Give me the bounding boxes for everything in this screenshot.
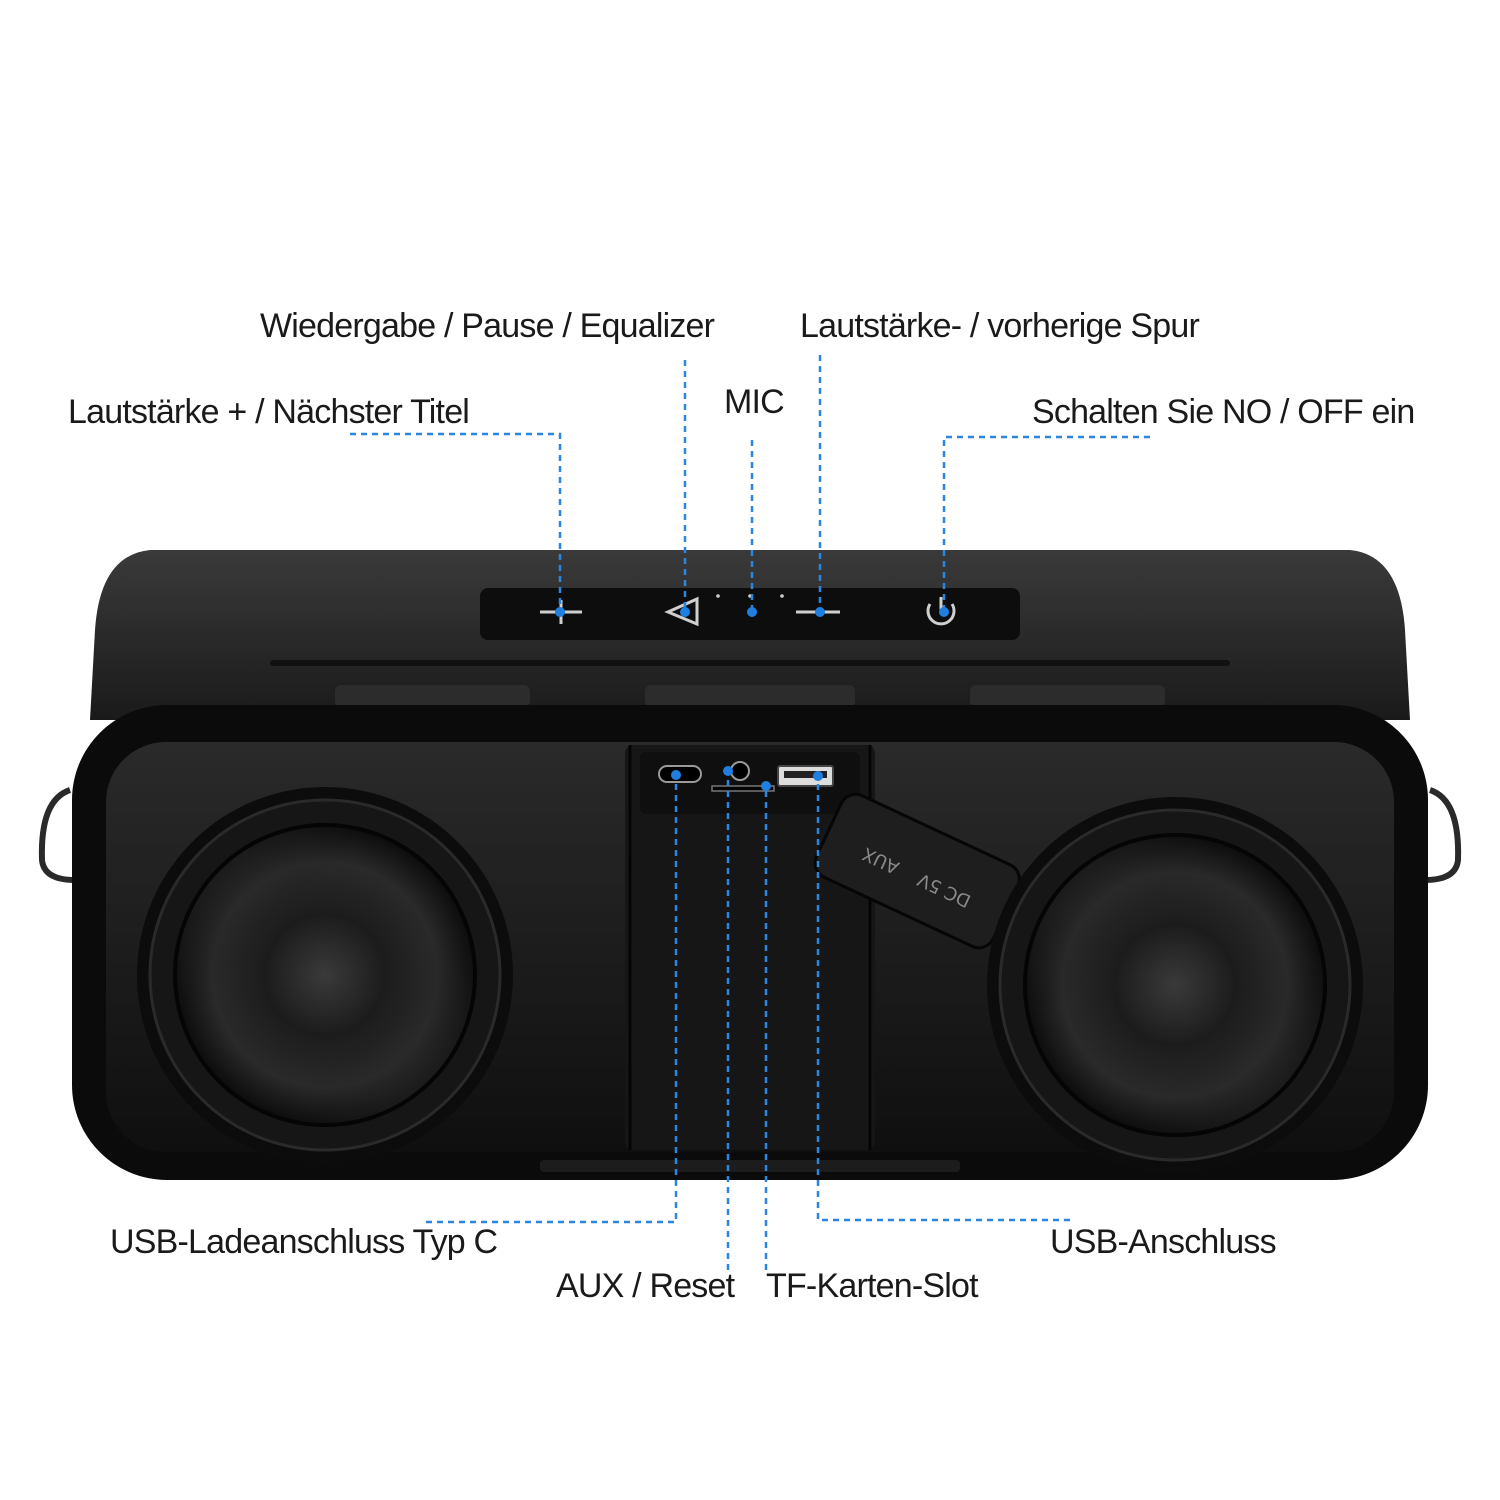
center-panel (625, 745, 875, 1150)
label-play-pause: Wiedergabe / Pause / Equalizer (260, 307, 715, 345)
callout-dot-mic (747, 607, 757, 617)
label-volume-down: Lautstärke- / vorherige Spur (800, 307, 1200, 345)
label-usb-c: USB-Ladeanschluss Typ C (110, 1223, 498, 1261)
callout-dot-power (939, 607, 949, 617)
callout-dot-volume-down (815, 607, 825, 617)
label-usb-port: USB-Anschluss (1050, 1223, 1277, 1261)
right-speaker-driver (987, 797, 1363, 1173)
label-aux-reset: AUX / Reset (556, 1267, 735, 1305)
callout-dot-volume-up (555, 607, 565, 617)
callout-line-power (942, 435, 1150, 612)
callout-dot-usb-a (813, 771, 823, 781)
right-handle (1424, 787, 1462, 883)
callout-line-volume-up (350, 432, 562, 612)
callout-dot-tf (761, 781, 771, 791)
callout-dot-usb-c (671, 770, 681, 780)
label-tf-slot: TF-Karten-Slot (766, 1267, 979, 1305)
label-volume-up: Lautstärke + / Nächster Titel (68, 393, 470, 431)
label-power: Schalten Sie NO / OFF ein (1032, 393, 1415, 431)
play-pause-button[interactable] (664, 596, 699, 627)
tf-card-slot[interactable] (711, 785, 775, 792)
left-handle (38, 787, 76, 883)
label-mic: MIC (724, 383, 785, 421)
aux-jack[interactable] (730, 761, 750, 781)
callout-dot-aux (723, 766, 733, 776)
callout-dot-play-pause (680, 607, 690, 617)
left-speaker-driver (137, 787, 513, 1163)
